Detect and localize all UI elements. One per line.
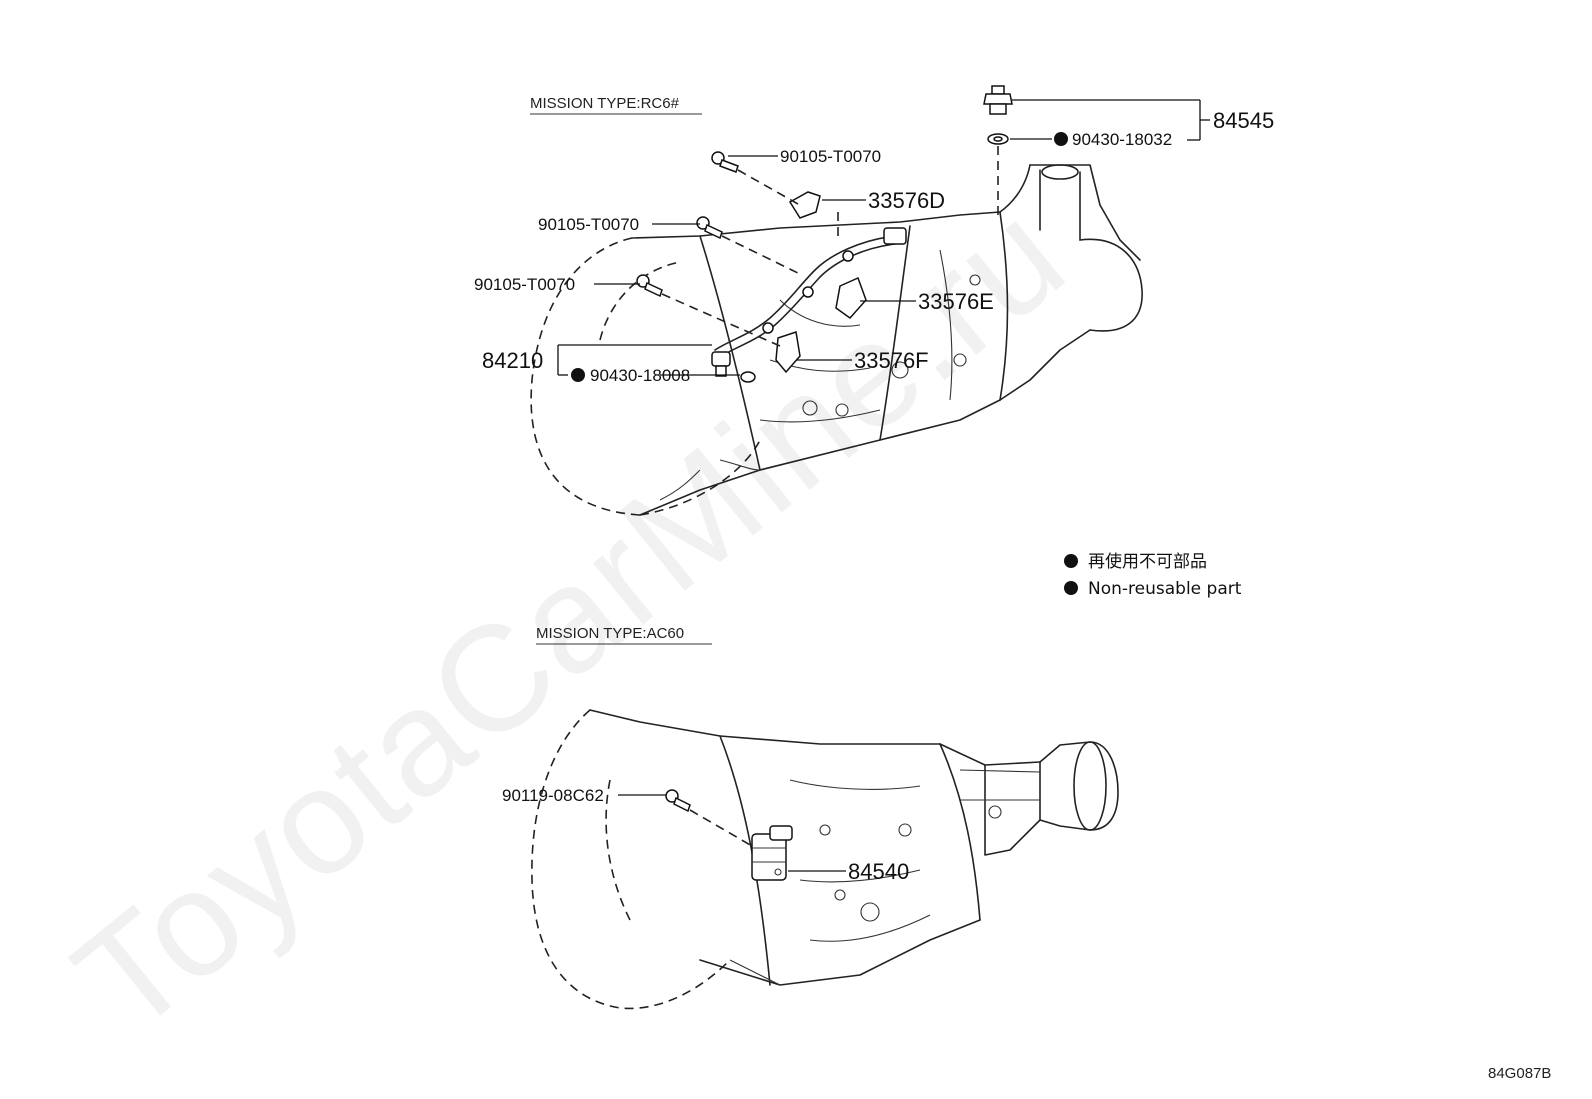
non-reusable-dot-icon	[1064, 554, 1078, 568]
non-reusable-dot-icon	[571, 368, 585, 382]
part-84210-sensor	[711, 351, 756, 383]
bolt-icon	[636, 274, 781, 347]
part-84545-switch	[983, 85, 1013, 215]
part-label-84545: 84545	[1213, 108, 1274, 133]
bolt-icon	[665, 789, 753, 847]
bolt-icon	[711, 151, 799, 205]
part-label-33576F: 33576F	[854, 348, 929, 373]
section-title-ac60: MISSION TYPE:AC60	[536, 625, 684, 642]
bolt-icon	[696, 216, 801, 275]
legend-japanese: 再使用不可部品	[1088, 551, 1207, 572]
part-label-33576D: 33576D	[868, 188, 945, 213]
part-label-90119-08C62: 90119-08C62	[502, 786, 604, 805]
part-label-90430-18032: 90430-18032	[1072, 130, 1172, 149]
part-label-33576E: 33576E	[918, 289, 994, 314]
part-33576-brackets	[775, 191, 867, 374]
non-reusable-dot-icon	[1054, 132, 1068, 146]
part-label-90105-T0070-low: 90105-T0070	[474, 275, 575, 294]
part-label-84540: 84540	[848, 859, 909, 884]
part-label-84210: 84210	[482, 348, 543, 373]
transmission-ac60-drawing	[531, 709, 1119, 1010]
transmission-rc6-drawing	[530, 164, 1143, 516]
part-label-90430-18008: 90430-18008	[590, 366, 690, 385]
legend-non-reusable-part: Non-reusable part	[1088, 579, 1242, 599]
section-title-rc6: MISSION TYPE:RC6#	[530, 95, 680, 112]
non-reusable-dot-icon	[1064, 581, 1078, 595]
part-84540-switch	[751, 825, 793, 881]
part-label-90105-T0070-mid: 90105-T0070	[538, 215, 639, 234]
diagram-code: 84G087B	[1488, 1065, 1551, 1082]
part-label-90105-T0070-top: 90105-T0070	[780, 147, 881, 166]
